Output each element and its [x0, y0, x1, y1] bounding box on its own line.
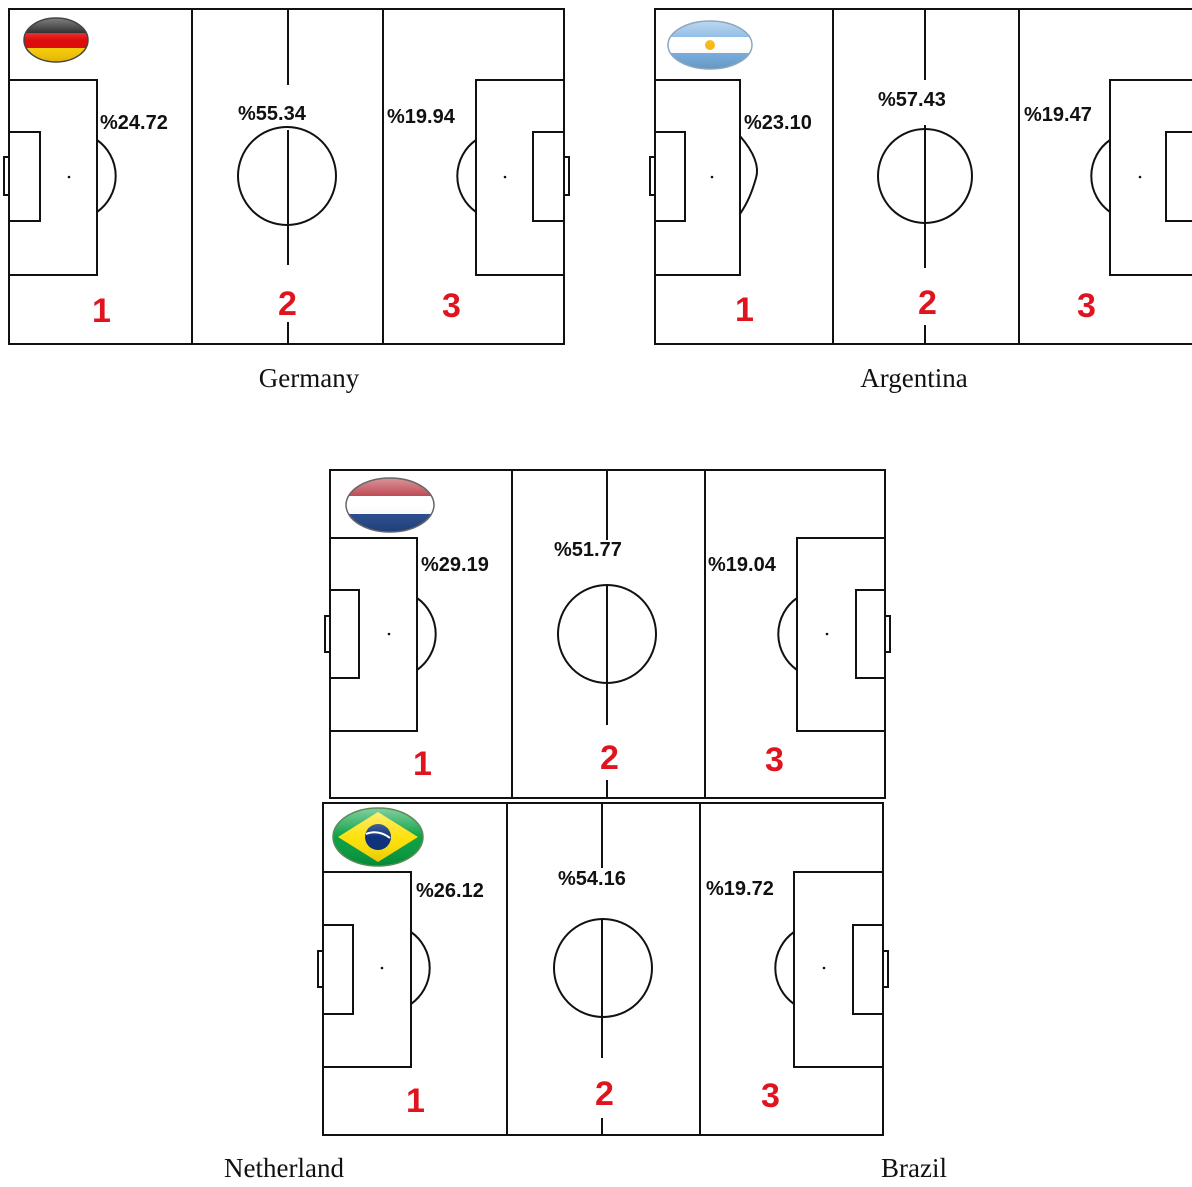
zone-2-percentage: %54.16 [558, 868, 626, 890]
goal-box [852, 924, 884, 1015]
zone-1-percentage: %23.10 [744, 112, 812, 134]
caption-argentina: Argentina [860, 363, 968, 393]
goal [324, 615, 331, 653]
netherlands-flag-icon [345, 477, 435, 533]
goal [884, 615, 891, 653]
zone-1-percentage: %24.72 [100, 112, 168, 134]
zone-2-percentage: %57.43 [878, 89, 946, 111]
pitch-germany [3, 8, 570, 345]
goal [563, 156, 570, 196]
brazil-flag-icon [332, 807, 424, 867]
zone-1-number: 1 [735, 291, 754, 329]
center-circle [557, 584, 657, 684]
penalty-arc [777, 597, 798, 671]
penalty-arc [1090, 139, 1111, 213]
pitch-brazil [317, 802, 889, 1136]
penalty-spot [67, 175, 71, 179]
penalty-spot [380, 966, 384, 970]
zone-3-number: 3 [442, 287, 461, 325]
zone-3-number: 3 [765, 741, 784, 779]
goal [882, 950, 889, 988]
penalty-arc [774, 931, 795, 1005]
goal-box [532, 131, 565, 222]
goal-box [855, 589, 886, 679]
goal-box [322, 924, 354, 1015]
caption-brazil: Brazil [881, 1153, 947, 1183]
penalty-box [8, 79, 98, 276]
zone-3-percentage: %19.72 [706, 878, 774, 900]
center-circle [553, 918, 653, 1018]
zone-3-number: 3 [761, 1077, 780, 1115]
penalty-arc [410, 931, 431, 1005]
zone-3-percentage: %19.04 [708, 554, 777, 576]
center-circle [877, 128, 973, 224]
zone-1-percentage: %29.19 [421, 554, 489, 576]
zone-2-number: 2 [600, 739, 619, 777]
pitch-netherland [324, 469, 891, 799]
zone-3-number: 3 [1077, 287, 1096, 325]
goal-box [8, 131, 41, 222]
goal-box [1165, 131, 1192, 222]
penalty-spot [503, 175, 507, 179]
center-circle [237, 126, 337, 226]
caption-germany: Germany [258, 363, 360, 393]
caption-netherland: Netherland [224, 1153, 344, 1183]
goal-box [654, 131, 686, 222]
goal [317, 950, 324, 988]
goal [3, 156, 10, 196]
penalty-spot [710, 175, 714, 179]
penalty-box [796, 537, 886, 732]
penalty-spot [387, 632, 391, 636]
penalty-arc [96, 139, 117, 213]
penalty-arc [739, 135, 758, 215]
zone-2-percentage: %55.34 [238, 103, 307, 125]
zone-1-number: 1 [92, 292, 111, 330]
germany-flag-icon [23, 17, 89, 63]
penalty-arc [456, 139, 477, 213]
zone-3-percentage: %19.94 [387, 106, 456, 128]
penalty-spot [822, 966, 826, 970]
zone-1-percentage: %26.12 [416, 880, 484, 902]
penalty-spot [1138, 175, 1142, 179]
zone-3-percentage: %19.47 [1024, 104, 1092, 126]
zone-2-percentage: %51.77 [554, 539, 622, 561]
penalty-box [475, 79, 565, 276]
penalty-spot [825, 632, 829, 636]
zone-2-number: 2 [918, 284, 937, 322]
zone-1-number: 1 [406, 1082, 425, 1120]
penalty-box [654, 79, 741, 276]
penalty-box [1109, 79, 1192, 276]
goal [649, 156, 656, 196]
penalty-box [793, 871, 884, 1068]
zone-2-number: 2 [595, 1075, 614, 1113]
zone-1-number: 1 [413, 745, 432, 783]
penalty-box [322, 871, 412, 1068]
argentina-flag-icon [667, 20, 753, 70]
pitch-argentina [649, 8, 1192, 345]
penalty-box [329, 537, 418, 732]
goal-box [329, 589, 360, 679]
zone-2-number: 2 [278, 285, 297, 323]
penalty-arc [416, 597, 437, 671]
